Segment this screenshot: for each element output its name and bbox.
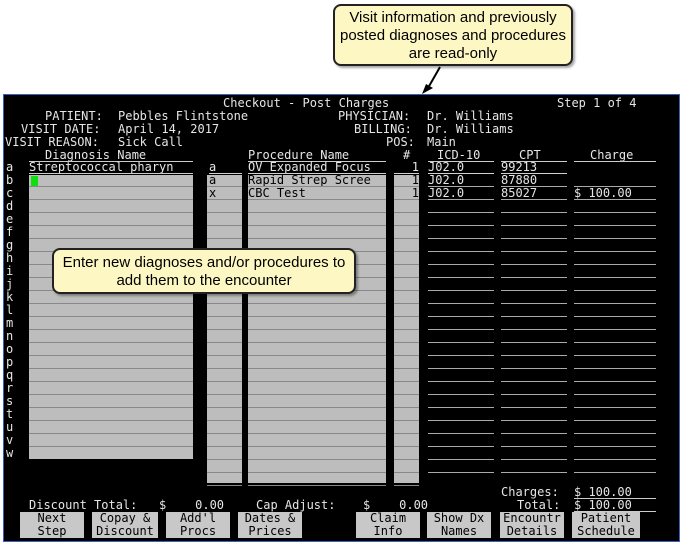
cursor [31, 176, 38, 187]
procedure-icd-1: J02.0 [428, 161, 494, 174]
row-letter-r: r [6, 381, 14, 395]
row-letter-l: l [6, 303, 14, 317]
procedure-header: Procedure Name [248, 148, 350, 162]
row-letter-g: g [6, 238, 14, 252]
row-letter-h: h [6, 251, 14, 265]
cap-adjust-label: Cap Adjust: [256, 498, 336, 512]
total-value: $ 100.00 [574, 498, 632, 512]
pos-label: POS: [386, 135, 415, 149]
procedure-name-1: OV Expanded Focus [248, 161, 386, 174]
visit-date-label: VISIT DATE: [21, 122, 101, 136]
visit-reason-label: VISIT REASON: [5, 135, 99, 149]
row-letter-o: o [6, 342, 14, 356]
procedure-link-1: a [209, 161, 242, 174]
row-letter-b: b [6, 173, 14, 187]
qty-header: # [403, 148, 411, 162]
copay-discount-button[interactable]: Copay &Discount [92, 512, 158, 538]
billing-value: Dr. Williams [427, 122, 514, 136]
row-letter-w: w [6, 446, 14, 460]
callout-arrow [422, 66, 441, 94]
row-letter-j: j [6, 277, 14, 291]
readonly-callout: Visit information and previously posted … [333, 4, 573, 66]
icd-header: ICD-10 [437, 148, 481, 162]
diagnosis-header: Diagnosis Name [45, 148, 147, 162]
charges-value: $ 100.00 [574, 485, 632, 499]
procedure-cpt-1: 99213 [501, 161, 567, 174]
row-letter-m: m [6, 316, 14, 330]
row-letter-i: i [6, 264, 14, 278]
charges-label: Charges: [501, 485, 559, 499]
row-letter-d: d [6, 199, 14, 213]
row-letter-t: t [6, 407, 14, 421]
row-letter-c: c [6, 186, 14, 200]
visit-reason-value: Sick Call [118, 135, 184, 149]
physician-value: Dr. Williams [427, 109, 514, 123]
diagnosis-column[interactable] [29, 175, 193, 459]
step-indicator: Step 1 of 4 [557, 96, 637, 110]
cap-adjust-value: $ 0.00 [363, 498, 429, 512]
diagnosis-row-a: Streptococcal pharyn [29, 161, 193, 174]
row-letter-u: u [6, 420, 14, 434]
discount-label: Discount Total: [29, 498, 138, 512]
enter-callout-text: Enter new diagnoses and/or procedures to… [62, 254, 346, 289]
row-letter-s: s [6, 394, 14, 408]
pos-value: Main [427, 135, 456, 149]
dates-prices-button[interactable]: Dates &Prices [238, 512, 302, 538]
procedure-qty-1: 1 [394, 161, 419, 174]
row-letter-v: v [6, 433, 14, 447]
total-label: Total: [517, 498, 561, 512]
patient-value: Pebbles Flintstone [118, 109, 249, 123]
cpt-header: CPT [519, 148, 541, 162]
patient-label: PATIENT: [45, 109, 103, 123]
charge-header: Charge [590, 148, 634, 162]
row-letter-k: k [6, 290, 14, 304]
readonly-callout-text: Visit information and previously posted … [340, 9, 566, 62]
screen-title: Checkout - Post Charges [223, 96, 390, 110]
discount-value: $ 0.00 [159, 498, 225, 512]
row-letter-e: e [6, 212, 14, 226]
visit-date-value: April 14, 2017 [118, 122, 220, 136]
row-letter-f: f [6, 225, 14, 239]
enter-callout: Enter new diagnoses and/or procedures to… [52, 248, 356, 294]
billing-label: BILLING: [354, 122, 412, 136]
row-letter-p: p [6, 355, 14, 369]
physician-label: PHYSICIAN: [338, 109, 411, 123]
checkout-terminal: Checkout - Post Charges Step 1 of 4 PATI… [3, 94, 680, 542]
row-letter-q: q [6, 368, 14, 382]
row-letter-a: a [6, 160, 14, 174]
row-letter-n: n [6, 329, 14, 343]
